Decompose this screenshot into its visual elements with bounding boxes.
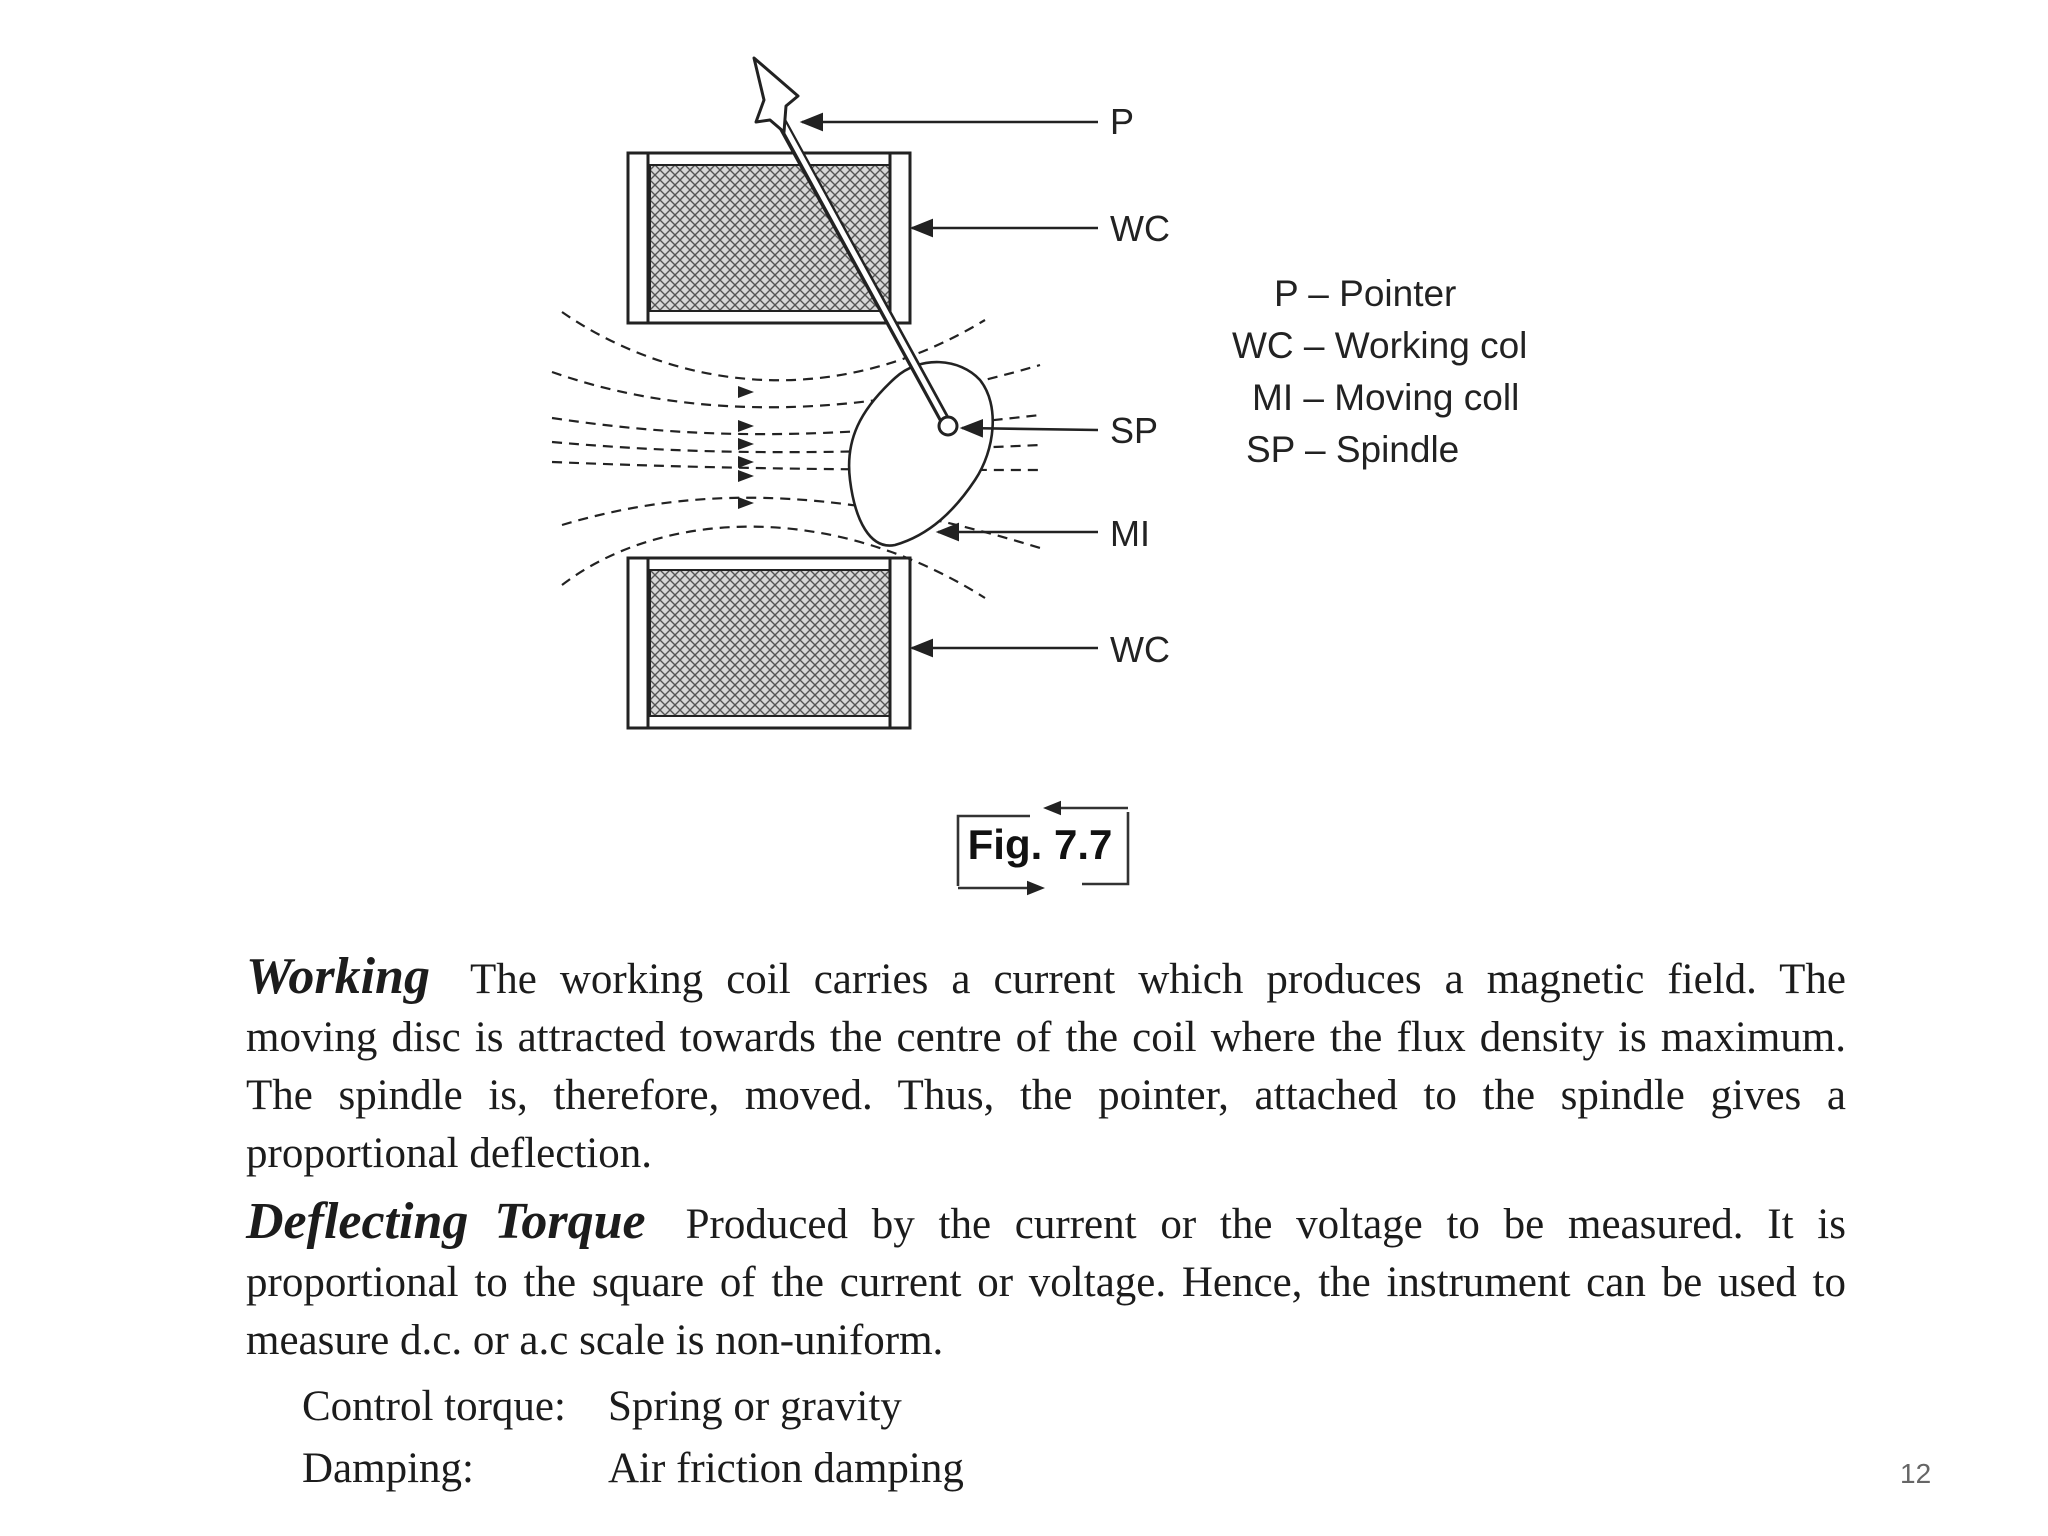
property-row-control-torque: Control torque: Spring or gravity xyxy=(302,1376,964,1438)
deflecting-text: Produced by the current or the voltage t… xyxy=(246,1201,1846,1364)
callout-wc-top: WC xyxy=(1110,208,1170,249)
property-row-damping: Damping: Air friction damping xyxy=(302,1438,964,1500)
page-number: 12 xyxy=(1900,1458,1932,1489)
legend-item-working-coil: WC – Working col xyxy=(1232,325,1528,366)
working-coil-top xyxy=(626,151,912,325)
working-text: The working coil carries a current which… xyxy=(246,956,1846,1177)
working-heading: Working xyxy=(246,948,430,1005)
callout-p: P xyxy=(1110,101,1134,142)
working-coil-bottom xyxy=(626,556,912,730)
property-value: Air friction damping xyxy=(608,1445,964,1492)
callout-mi: MI xyxy=(1110,513,1150,554)
deflecting-heading: Deflecting Torque xyxy=(246,1193,646,1250)
caption-frame xyxy=(956,800,1130,896)
property-label: Damping: xyxy=(302,1445,474,1492)
legend-item-moving-coil: MI – Moving coll xyxy=(1252,377,1520,418)
legend-item-pointer: P – Pointer xyxy=(1274,273,1457,314)
callout-leaders xyxy=(799,112,1099,658)
property-value: Spring or gravity xyxy=(608,1383,902,1430)
figure-caption: Fig. 7.7 xyxy=(967,821,1113,868)
figure-legend: P – Pointer WC – Working col MI – Moving… xyxy=(1232,268,1592,476)
callout-sp: SP xyxy=(1110,410,1158,451)
moving-iron-disc xyxy=(847,360,995,547)
legend-item-spindle: SP – Spindle xyxy=(1246,429,1460,470)
pointer xyxy=(752,56,959,437)
flux-direction-arrows xyxy=(738,386,754,509)
callout-wc-bottom: WC xyxy=(1110,629,1170,670)
instrument-properties: Control torque: Spring or gravity Damping… xyxy=(302,1376,964,1500)
property-label: Control torque: xyxy=(302,1383,566,1430)
